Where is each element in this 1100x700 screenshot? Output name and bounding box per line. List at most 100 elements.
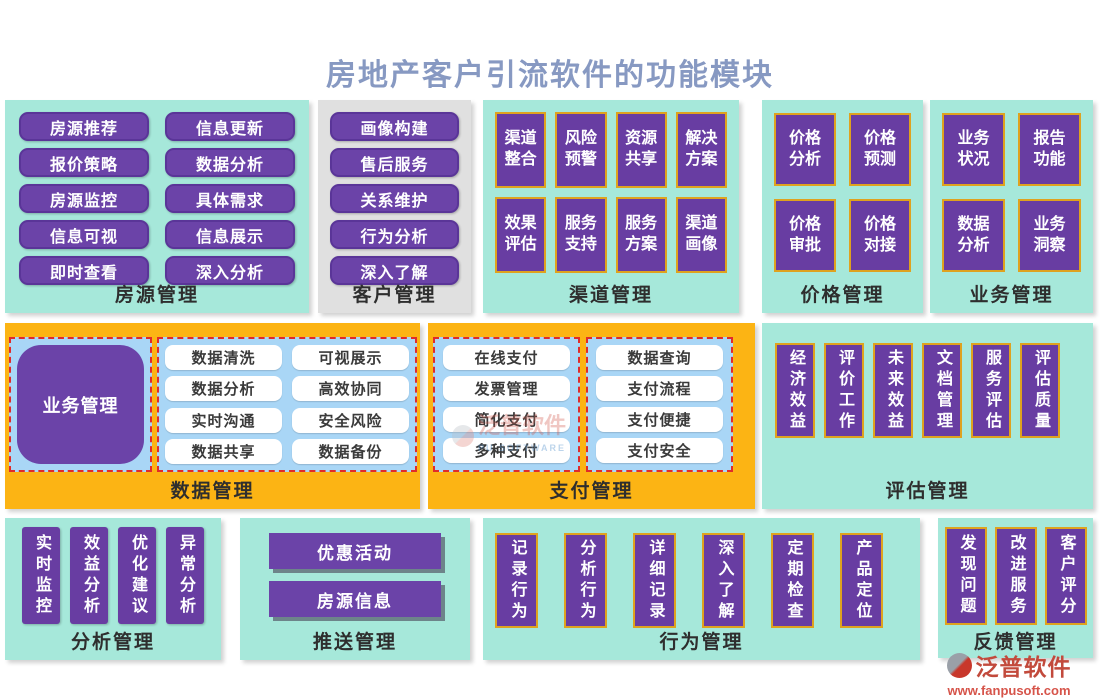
fangyuan-button[interactable]: 信息展示 [165, 220, 295, 249]
panel-label-xingwei: 行为管理 [659, 632, 744, 653]
pinggu-block[interactable]: 文档管理 [922, 343, 962, 438]
qudao-block-label: 渠道画像 [685, 215, 718, 253]
xingwei-block[interactable]: 深入了解 [702, 533, 745, 628]
yewu-block[interactable]: 业务洞察 [1018, 199, 1081, 272]
yewu-block-label: 数据分析 [957, 215, 990, 254]
fangyuan-button[interactable]: 具体需求 [165, 184, 295, 213]
qudao-block[interactable]: 服务方案 [615, 197, 667, 273]
pinggu-block[interactable]: 经济效益 [775, 343, 815, 438]
fenxi-block-label: 效益分析 [81, 533, 98, 618]
vendor-logo-url[interactable]: www.fanpusoft.com [947, 683, 1071, 698]
xingwei-block[interactable]: 分析行为 [564, 533, 607, 628]
panel-label-pinggu: 评估管理 [885, 481, 970, 502]
shuju-button[interactable]: 数据备份 [292, 438, 409, 464]
qudao-block[interactable]: 解决方案 [675, 112, 727, 188]
kehu-button[interactable]: 画像构建 [330, 112, 459, 141]
fenxi-block-label: 优化建议 [129, 533, 146, 618]
panel-label-fenxi: 分析管理 [70, 632, 155, 653]
jiage-block-label: 价格分析 [788, 129, 821, 168]
xingwei-block[interactable]: 详细记录 [633, 533, 676, 628]
fankui-block[interactable]: 客户评分 [1044, 527, 1087, 625]
yewu-block-label: 业务状况 [957, 129, 990, 168]
shuju-button[interactable]: 高效协同 [292, 376, 409, 402]
zhifu-button[interactable]: 多种支付 [443, 438, 570, 463]
pinggu-block[interactable]: 评价工作 [824, 343, 864, 438]
jiage-block-label: 价格审批 [788, 215, 821, 254]
qudao-block[interactable]: 渠道整合 [495, 112, 547, 188]
panel-kehu: 画像构建 售后服务 关系维护 行为分析 深入了解 客户管理 [318, 100, 471, 313]
xingwei-block[interactable]: 定期检查 [771, 533, 814, 628]
panel-fankui: 发现问题 改进服务 客户评分 反馈管理 [938, 518, 1093, 658]
shuju-button[interactable]: 数据共享 [165, 438, 282, 464]
pinggu-block[interactable]: 未来效益 [873, 343, 913, 438]
yewu-block[interactable]: 报告功能 [1018, 113, 1081, 186]
fankui-block-row: 发现问题 改进服务 客户评分 [938, 518, 1093, 625]
fenxi-block[interactable]: 优化建议 [118, 527, 156, 624]
fangyuan-button[interactable]: 信息更新 [165, 112, 295, 141]
pinggu-block-label: 未来效益 [885, 348, 902, 433]
yewu-block[interactable]: 业务状况 [942, 113, 1005, 186]
qudao-block[interactable]: 风险预警 [555, 112, 607, 188]
zhifu-button[interactable]: 支付流程 [596, 376, 723, 401]
shuju-button[interactable]: 可视展示 [292, 345, 409, 370]
xingwei-block-label: 详细记录 [646, 538, 664, 623]
pinggu-block[interactable]: 服务评估 [971, 343, 1011, 438]
zhifu-right-subpanel: 数据查询 支付流程 支付便捷 支付安全 [586, 337, 733, 472]
xingwei-block-label: 产品定位 [853, 538, 871, 623]
kehu-button[interactable]: 关系维护 [330, 184, 459, 213]
fangyuan-button[interactable]: 深入分析 [165, 256, 295, 285]
fangyuan-button[interactable]: 报价策略 [19, 148, 149, 177]
fenxi-block[interactable]: 异常分析 [166, 527, 204, 624]
fankui-block[interactable]: 发现问题 [944, 527, 987, 625]
zhifu-button[interactable]: 数据查询 [596, 345, 723, 370]
fangyuan-button[interactable]: 房源监控 [19, 184, 149, 213]
zhifu-button[interactable]: 支付安全 [596, 438, 723, 463]
kehu-button[interactable]: 售后服务 [330, 148, 459, 177]
fangyuan-button[interactable]: 即时查看 [19, 256, 149, 285]
zhifu-col2: 数据查询 支付流程 支付便捷 支付安全 [596, 345, 723, 464]
shuju-big-button[interactable]: 业务管理 [17, 345, 144, 464]
panel-pinggu: 经济效益 评价工作 未来效益 文档管理 服务评估 评估质量 评估管理 [762, 323, 1093, 509]
fangyuan-button[interactable]: 信息可视 [19, 220, 149, 249]
yewu-block[interactable]: 数据分析 [942, 199, 1005, 272]
xingwei-block[interactable]: 产品定位 [840, 533, 883, 628]
tuisong-button[interactable]: 优惠活动 [269, 533, 441, 569]
jiage-block[interactable]: 价格预测 [849, 113, 911, 186]
xingwei-block-label: 深入了解 [715, 538, 733, 623]
qudao-block[interactable]: 效果评估 [495, 197, 547, 273]
pinggu-block[interactable]: 评估质量 [1020, 343, 1060, 438]
jiage-block[interactable]: 价格对接 [849, 199, 911, 272]
jiage-block[interactable]: 价格审批 [774, 199, 836, 272]
fangyuan-button[interactable]: 数据分析 [165, 148, 295, 177]
panel-zhifu: 在线支付 发票管理 简化支付 多种支付 数据查询 支付流程 支付便捷 支付安全 … [428, 323, 755, 509]
fenxi-block[interactable]: 效益分析 [70, 527, 108, 624]
xingwei-block[interactable]: 记录行为 [495, 533, 538, 628]
qudao-block[interactable]: 渠道画像 [675, 197, 727, 273]
qudao-block[interactable]: 资源共享 [615, 112, 667, 188]
kehu-button[interactable]: 深入了解 [330, 256, 459, 285]
zhifu-button[interactable]: 简化支付 [443, 407, 570, 432]
fankui-block-label: 改进服务 [1007, 534, 1025, 618]
zhifu-left-subpanel: 在线支付 发票管理 简化支付 多种支付 [433, 337, 580, 472]
zhifu-button[interactable]: 发票管理 [443, 376, 570, 401]
shuju-button[interactable]: 数据分析 [165, 376, 282, 402]
shuju-button[interactable]: 安全风险 [292, 407, 409, 433]
fankui-block[interactable]: 改进服务 [994, 527, 1037, 625]
fangyuan-button[interactable]: 房源推荐 [19, 112, 149, 141]
qudao-block-label: 风险预警 [564, 130, 597, 168]
kehu-button-list: 画像构建 售后服务 关系维护 行为分析 深入了解 [318, 100, 471, 285]
jiage-block[interactable]: 价格分析 [774, 113, 836, 186]
qudao-block[interactable]: 服务支持 [555, 197, 607, 273]
panel-jiage: 价格分析 价格预测 价格审批 价格对接 价格管理 [762, 100, 923, 313]
shuju-button[interactable]: 实时沟通 [165, 407, 282, 433]
qudao-block-label: 服务支持 [564, 215, 597, 253]
zhifu-button[interactable]: 在线支付 [443, 345, 570, 370]
kehu-button[interactable]: 行为分析 [330, 220, 459, 249]
tuisong-button[interactable]: 房源信息 [269, 581, 441, 617]
jiage-block-grid: 价格分析 价格预测 价格审批 价格对接 [762, 100, 923, 272]
tuisong-button-list: 优惠活动 房源信息 [240, 518, 470, 617]
shuju-button[interactable]: 数据清洗 [165, 345, 282, 370]
pinggu-block-row: 经济效益 评价工作 未来效益 文档管理 服务评估 评估质量 [762, 323, 1093, 438]
zhifu-button[interactable]: 支付便捷 [596, 407, 723, 432]
fenxi-block[interactable]: 实时监控 [22, 527, 60, 624]
